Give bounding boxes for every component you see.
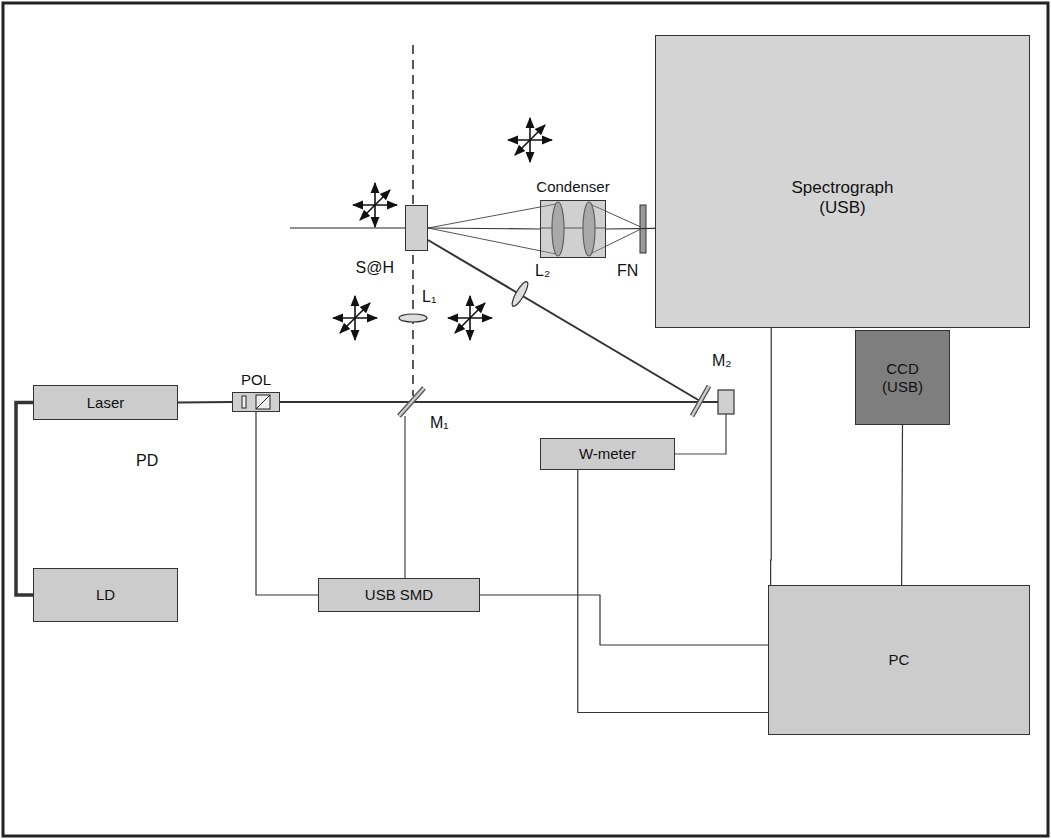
connector: [480, 595, 768, 645]
polarizer-cube: [256, 395, 270, 409]
optical-axis: [290, 227, 405, 228]
node-label: CCD (USB): [873, 360, 933, 396]
node-label: Laser: [87, 394, 125, 412]
laser-beam: [410, 401, 718, 403]
polarization-symbol: [448, 296, 492, 340]
polarization-symbol: [333, 296, 377, 340]
ccd-box: CCD (USB): [855, 330, 950, 425]
condenser-box: Condenser: [540, 200, 606, 258]
polarization-symbol: [508, 118, 552, 162]
mirror-m1: [399, 388, 424, 416]
node-label: Condenser: [536, 178, 609, 196]
connector: [578, 470, 768, 713]
lens-l2: [510, 280, 531, 308]
node-label: POL: [241, 371, 271, 389]
laser-box: Laser: [33, 385, 178, 420]
mirror-m2: [692, 386, 709, 416]
connector: [16, 403, 33, 596]
part-label: L₂: [535, 262, 550, 280]
detector-wire: [675, 414, 726, 454]
waveplate: [242, 396, 246, 408]
polarizer-symbol: [234, 394, 278, 410]
node-label: PC: [889, 651, 910, 669]
connector: [256, 412, 318, 595]
node-label: Spectrograph (USB): [768, 178, 918, 219]
node-label: S@H: [356, 258, 394, 277]
connector: [770, 328, 772, 585]
light-ray: [428, 204, 556, 228]
motor-driver-box: USB SMD: [318, 578, 480, 612]
light-ray: [428, 228, 556, 254]
computer-box: PC: [768, 585, 1030, 735]
laser-beam: [280, 401, 410, 403]
frame: [3, 3, 1048, 836]
mirror-m2: [692, 386, 709, 416]
power-meter-box: W-meter: [540, 438, 675, 470]
connector: [178, 401, 232, 404]
laser-driver-box: LD: [33, 568, 178, 622]
connector: [606, 228, 655, 230]
part-label: L₁: [422, 288, 436, 306]
spectrograph-box: Spectrograph (USB): [655, 35, 1030, 328]
part-label: FN: [617, 262, 638, 280]
lens-l1: [399, 314, 427, 322]
power-detector: [718, 390, 734, 414]
connector: [428, 228, 540, 229]
part-label: PD: [136, 452, 158, 470]
polarizer-cube: [256, 395, 270, 409]
node-label: USB SMD: [365, 586, 433, 604]
part-label: M₁: [430, 414, 449, 432]
sample-holder: S@H: [405, 205, 428, 251]
polarizer-box: POL: [232, 392, 280, 412]
mirror-m1: [399, 388, 424, 416]
node-label: W-meter: [579, 445, 636, 463]
part-label: M₂: [712, 352, 732, 370]
polarization-symbol: [353, 183, 397, 227]
connector: [901, 425, 903, 585]
node-label: LD: [96, 586, 115, 604]
control-wire: [404, 416, 405, 578]
